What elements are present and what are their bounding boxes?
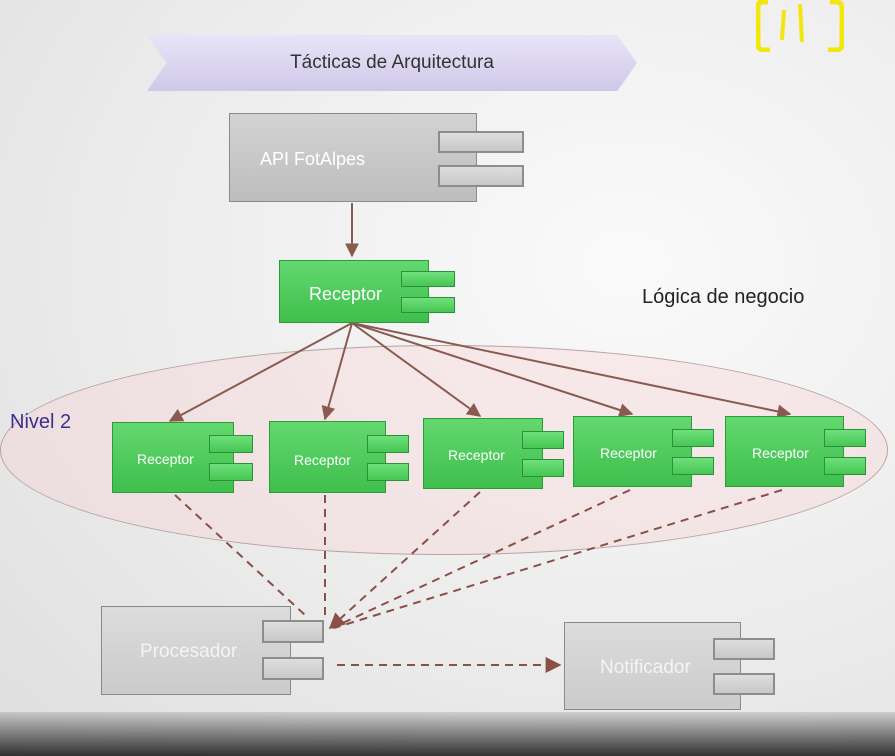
receptor-2-port-top — [367, 435, 409, 453]
receptor-5-port-bottom — [824, 457, 866, 475]
receptor-label-1: Receptor — [137, 451, 194, 467]
arrow-receptor-3 — [351, 322, 482, 417]
arrow-receptor-1 — [168, 322, 353, 422]
dashed-arrow-receptor-5 — [333, 489, 783, 629]
receptor-label-2: Receptor — [294, 452, 351, 468]
notifier-label: Notificador — [600, 657, 691, 678]
arrow-receptor-5 — [351, 322, 792, 419]
processor-port-bottom — [262, 657, 324, 680]
title-text: Tácticas de Arquitectura — [290, 52, 494, 73]
title-banner: Tácticas de Arquitectura — [147, 35, 637, 91]
dashed-arrow-receptor-4 — [331, 489, 631, 629]
receptor-component-2: Receptor — [269, 421, 409, 493]
receptor-label-3: Receptor — [448, 447, 505, 463]
logic-layer-label: Lógica de negocio — [642, 286, 805, 308]
api-port-top — [438, 131, 524, 153]
level-label: Nivel 2 — [10, 411, 72, 433]
dashed-arrow-receptor-1 — [174, 494, 306, 616]
api-component: API FotAlpes — [229, 113, 524, 202]
receptor-3-port-bottom — [522, 459, 564, 477]
receptor-2-port-bottom — [367, 463, 409, 481]
receptor-component-4: Receptor — [573, 416, 714, 487]
arrow-receptor-4 — [351, 322, 634, 417]
api-port-bottom — [438, 165, 524, 187]
processor-component: Procesador — [101, 606, 324, 695]
receptor-main-port-bottom — [401, 297, 455, 313]
notifier-port-top — [713, 638, 775, 660]
receptor-1-port-bottom — [209, 463, 253, 481]
logo-icon — [756, 0, 844, 52]
receptor-3-port-top — [522, 431, 564, 449]
receptor-component-1: Receptor — [112, 422, 253, 493]
processor-label: Procesador — [140, 641, 238, 662]
receptor-1-port-top — [209, 435, 253, 453]
receptor-main-port-top — [401, 271, 455, 287]
receptor-label-4: Receptor — [600, 445, 657, 461]
processor-port-top — [262, 620, 324, 643]
dashed-arrow-receptor-3 — [328, 491, 481, 630]
receptor-main-component: Receptor — [279, 260, 455, 323]
receptor-5-port-top — [824, 429, 866, 447]
notifier-component: Notificador — [564, 622, 775, 710]
bottom-shadow-bar — [0, 712, 895, 756]
receptor-component-3: Receptor — [423, 418, 564, 489]
receptor-4-port-bottom — [672, 457, 714, 475]
receptor-label-5: Receptor — [752, 445, 809, 461]
api-label: API FotAlpes — [260, 149, 366, 169]
notifier-port-bottom — [713, 673, 775, 695]
receptor-4-port-top — [672, 429, 714, 447]
receptor-main-label: Receptor — [309, 284, 383, 304]
arrow-receptor-2 — [321, 322, 353, 421]
receptor-component-5: Receptor — [725, 416, 866, 487]
